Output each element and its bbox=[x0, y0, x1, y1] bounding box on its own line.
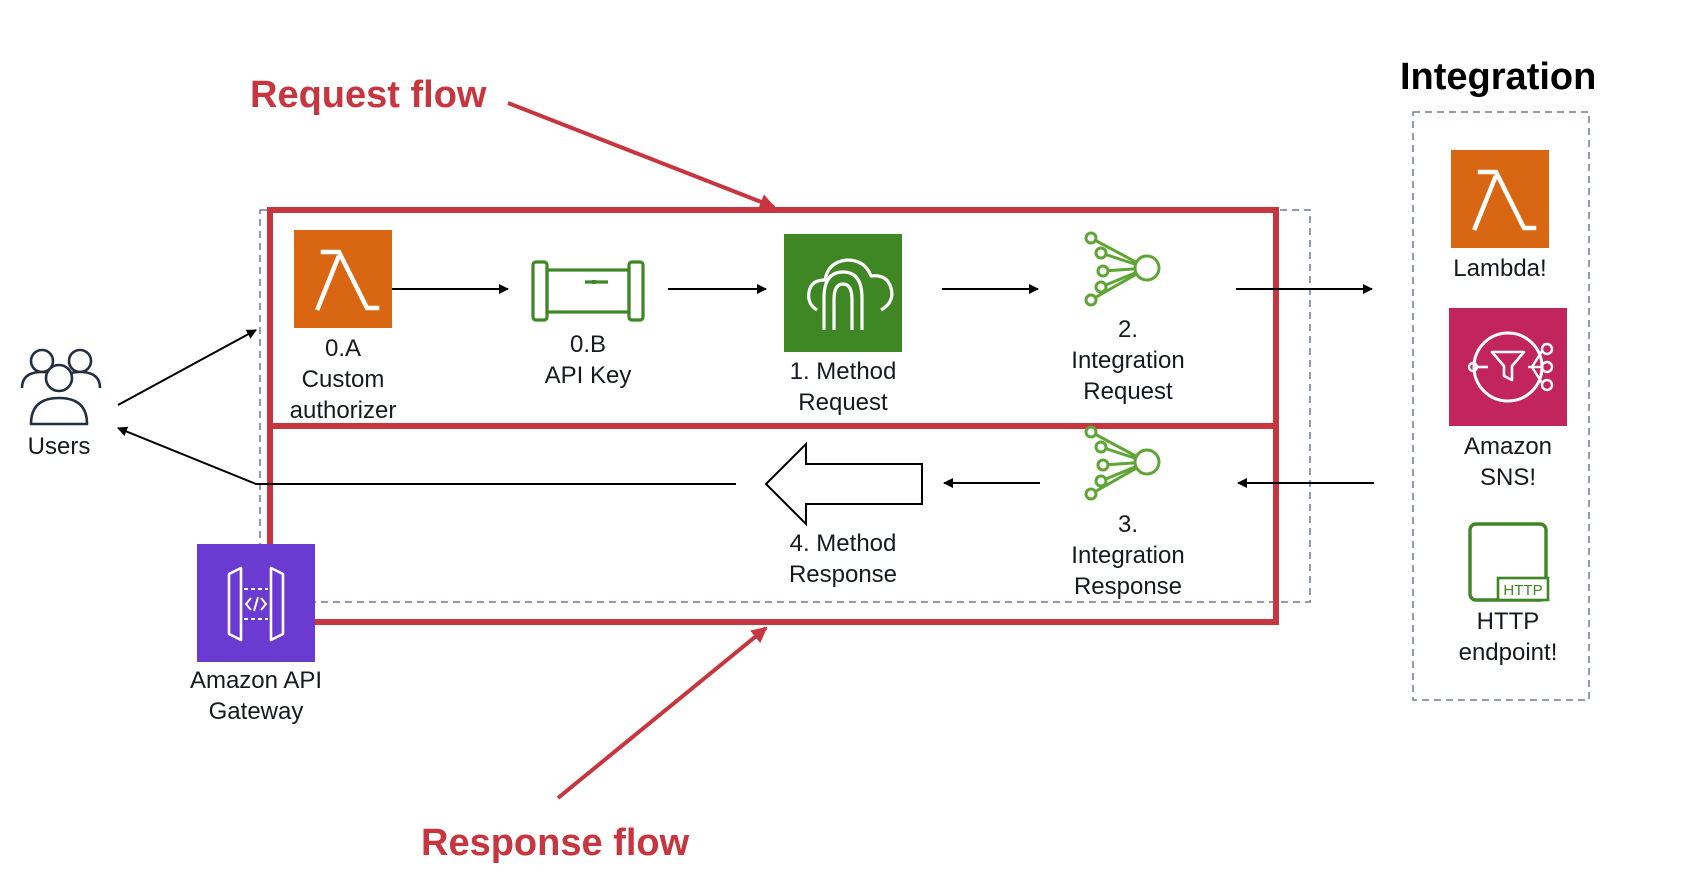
api-gateway-boundary bbox=[259, 209, 1311, 603]
integration-title: Integration bbox=[1400, 56, 1597, 98]
method-request-label: 1. Method Request bbox=[763, 356, 923, 418]
api-key-line-2: API Key bbox=[544, 362, 632, 389]
http-endpoint-icon: HTTP bbox=[1468, 522, 1550, 602]
api-gateway-line-1: Amazon API bbox=[189, 667, 323, 694]
integration-response-line-2: Integration bbox=[1071, 542, 1185, 569]
big-left-arrow-icon bbox=[764, 441, 923, 527]
integration-boundary bbox=[1412, 111, 1590, 701]
method-response-line-1: 4. Method bbox=[789, 530, 897, 557]
integration-request-label: 2. Integration Request bbox=[1048, 314, 1208, 407]
arrow-users-to-authorizer bbox=[117, 329, 257, 406]
integration-sns-label: Amazon SNS! bbox=[1430, 431, 1586, 493]
integration-response-line-1: 3. bbox=[1117, 511, 1138, 538]
method-request-icon bbox=[784, 234, 902, 352]
method-request-line-2: Request bbox=[798, 389, 888, 416]
method-request-line-1: 1. Method bbox=[789, 358, 897, 385]
custom-authorizer-line-2: Custom bbox=[301, 366, 385, 393]
api-key-label: 0.B API Key bbox=[518, 329, 658, 391]
integration-lambda-label: Lambda! bbox=[1453, 255, 1547, 282]
api-key-pipe-icon bbox=[531, 260, 645, 322]
integration-sns-line-1: Amazon bbox=[1463, 433, 1553, 460]
method-response-label: 4. Method Response bbox=[763, 528, 923, 590]
integration-response-line-3: Response bbox=[1073, 573, 1183, 600]
integration-response-icon bbox=[1084, 425, 1161, 501]
custom-authorizer-line-1: 0.A bbox=[324, 335, 362, 362]
custom-authorizer-line-3: authorizer bbox=[289, 397, 397, 424]
method-response-line-2: Response bbox=[788, 561, 898, 588]
api-gateway-label: Amazon API Gateway bbox=[176, 665, 336, 727]
integration-response-label: 3. Integration Response bbox=[1048, 509, 1208, 602]
request-flow-pointer bbox=[507, 101, 776, 210]
users-label: Users bbox=[27, 433, 91, 460]
request-flow-title: Request flow bbox=[250, 74, 487, 116]
integration-http-line-1: HTTP bbox=[1476, 608, 1540, 635]
lambda-icon bbox=[294, 230, 392, 328]
users-icon bbox=[20, 348, 102, 426]
integration-request-line-3: Request bbox=[1083, 378, 1173, 405]
response-flow-title: Response flow bbox=[421, 822, 690, 864]
integration-request-line-2: Integration bbox=[1071, 347, 1185, 374]
response-flow-box bbox=[267, 423, 1279, 625]
response-flow-pointer bbox=[556, 626, 768, 800]
integration-request-line-1: 2. bbox=[1117, 316, 1138, 343]
api-key-line-1: 0.B bbox=[569, 331, 607, 358]
integration-sns-line-2: SNS! bbox=[1479, 464, 1536, 491]
arrow-response-to-users bbox=[117, 426, 736, 485]
http-badge-text: HTTP bbox=[1503, 582, 1542, 599]
integration-http-label: HTTP endpoint! bbox=[1430, 606, 1586, 668]
api-gateway-line-2: Gateway bbox=[208, 698, 304, 725]
integration-request-icon bbox=[1084, 231, 1161, 307]
integration-http-line-2: endpoint! bbox=[1458, 639, 1558, 666]
custom-authorizer-label: 0.A Custom authorizer bbox=[268, 333, 418, 426]
sns-icon bbox=[1449, 308, 1567, 426]
api-gateway-icon bbox=[197, 544, 315, 662]
integration-lambda-icon bbox=[1451, 150, 1549, 248]
